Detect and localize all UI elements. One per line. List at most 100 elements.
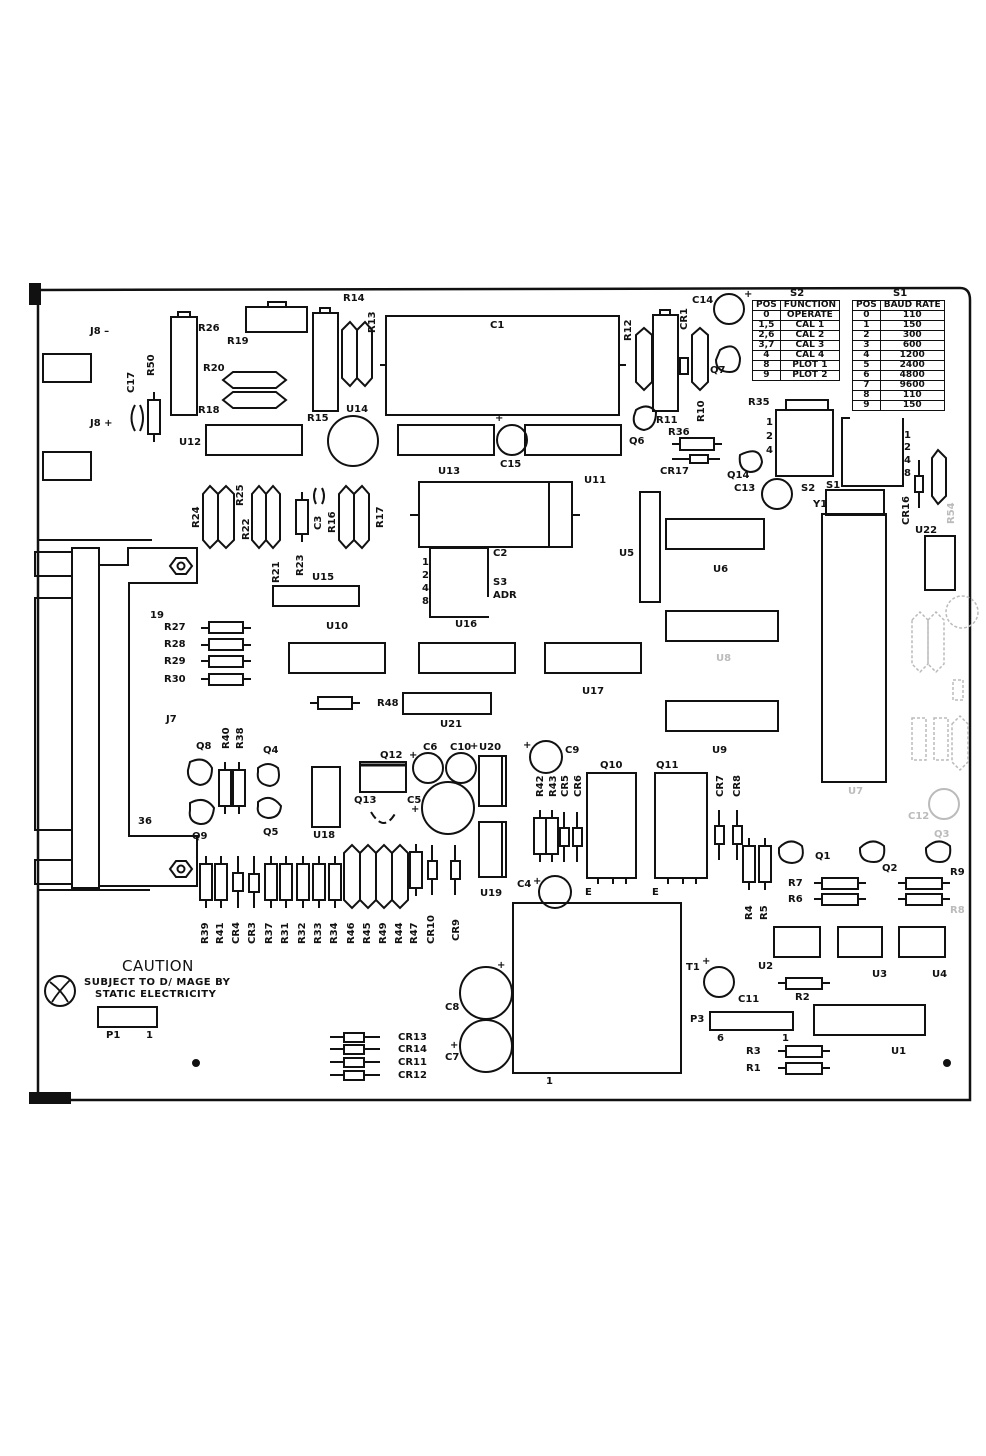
label-r39: R39 xyxy=(200,922,211,944)
q10-transistor xyxy=(586,772,637,879)
label-cr17: CR17 xyxy=(660,466,689,477)
q11-transistor xyxy=(654,772,708,879)
r24-resistor xyxy=(202,484,219,550)
cr13-diode xyxy=(343,1032,365,1043)
c13-capacitor xyxy=(761,478,793,510)
u7-ic xyxy=(821,513,887,783)
label-q10: Q10 xyxy=(600,760,623,771)
u2-ic xyxy=(773,926,821,958)
label-c13: C13 xyxy=(734,483,756,494)
label-c5: C5 xyxy=(407,795,422,806)
r6-resistor xyxy=(821,893,859,906)
label-pin-19: 19 xyxy=(150,610,164,621)
r2-resistor xyxy=(785,977,823,990)
cr17-diode xyxy=(689,454,709,464)
label-q14: Q14 xyxy=(727,470,750,481)
q14-transistor xyxy=(738,450,764,474)
q6-transistor xyxy=(632,405,658,432)
label-r5: R5 xyxy=(759,905,770,920)
label-cr16: CR16 xyxy=(901,496,912,525)
label-cr7: CR7 xyxy=(715,775,726,797)
label-q6: Q6 xyxy=(629,436,645,447)
label-e-1: E xyxy=(585,887,592,898)
label-r36: R36 xyxy=(668,427,690,438)
label-u11: U11 xyxy=(584,475,607,486)
q8-transistor xyxy=(186,758,214,787)
label-r13: R13 xyxy=(367,311,378,333)
label-c7: C7 xyxy=(445,1052,460,1063)
u5-ic xyxy=(639,491,661,603)
q7-transistor xyxy=(714,345,742,374)
label-r26: R26 xyxy=(198,323,220,334)
s2-switch xyxy=(775,409,834,477)
label-s3-pos-1: 1 xyxy=(422,557,429,568)
r12-resistor xyxy=(635,326,653,392)
u4-ic xyxy=(898,926,946,958)
label-p3-pin-6: 6 xyxy=(717,1033,724,1044)
label-c14: C14 xyxy=(692,295,714,306)
label-s2-pos-2: 2 xyxy=(766,431,773,442)
label-r11: R11 xyxy=(656,415,678,426)
r13-resistor xyxy=(341,320,358,388)
label-cr1: CR1 xyxy=(679,308,690,330)
label-r29: R29 xyxy=(164,656,186,667)
label-s2: S2 xyxy=(801,483,816,494)
r35-resistor xyxy=(785,399,829,410)
u20-ic xyxy=(478,755,507,807)
label-r54: R54 xyxy=(946,502,957,524)
label-c2: C2 xyxy=(493,548,508,559)
label-r43: R43 xyxy=(548,775,559,797)
y1-crystal xyxy=(825,489,885,516)
label-r6: R6 xyxy=(788,894,803,905)
c14-capacitor xyxy=(713,293,745,325)
label-r2: R2 xyxy=(795,992,810,1003)
q7-resistor xyxy=(691,326,709,392)
label-j7: J7 xyxy=(166,714,177,725)
label-u16-top: U16 xyxy=(455,619,478,630)
label-cr3: CR3 xyxy=(247,922,258,944)
label-r27: R27 xyxy=(164,622,186,633)
c9-capacitor xyxy=(529,740,563,774)
label-transformer-pin-1: 1 xyxy=(546,1076,553,1087)
p3-connector xyxy=(709,1011,794,1031)
p1-connector xyxy=(97,1006,158,1028)
label-r44: R44 xyxy=(394,922,405,944)
label-r23: R23 xyxy=(295,554,306,576)
u9-ic xyxy=(665,700,779,732)
label-r24: R24 xyxy=(191,506,202,528)
u8-ic xyxy=(665,610,779,642)
caution-title: CAUTION xyxy=(122,957,194,975)
c7-capacitor xyxy=(459,1019,513,1073)
label-r35: R35 xyxy=(748,397,770,408)
s2-header-pos: POS xyxy=(752,300,781,311)
c17-capacitor xyxy=(130,404,136,432)
label-r8: R8 xyxy=(950,905,965,916)
label-s1-pos-8: 8 xyxy=(904,468,911,479)
label-q4: Q4 xyxy=(263,745,279,756)
s2-header-function: FUNCTION xyxy=(779,300,841,311)
q9-transistor xyxy=(188,798,216,826)
r19-pot xyxy=(245,306,308,333)
q4-transistor xyxy=(256,763,280,788)
label-s3-pos-8: 8 xyxy=(422,596,429,607)
label-r45: R45 xyxy=(362,922,373,944)
label-r16: R16 xyxy=(327,511,338,533)
label-s1: S1 xyxy=(826,480,841,491)
j8-pad xyxy=(42,451,92,481)
label-u2: U2 xyxy=(758,961,774,972)
mounting-hole xyxy=(943,1059,951,1067)
r54-resistor xyxy=(931,448,947,506)
bottom-resistor-row xyxy=(199,843,461,910)
label-r38: R38 xyxy=(235,727,246,749)
label-plus-c7: + xyxy=(450,1040,459,1051)
label-q3: Q3 xyxy=(934,829,950,840)
label-cr14: CR14 xyxy=(398,1044,427,1055)
label-r15: R15 xyxy=(307,413,329,424)
j7-plug xyxy=(34,597,73,831)
label-r47: R47 xyxy=(409,922,420,944)
